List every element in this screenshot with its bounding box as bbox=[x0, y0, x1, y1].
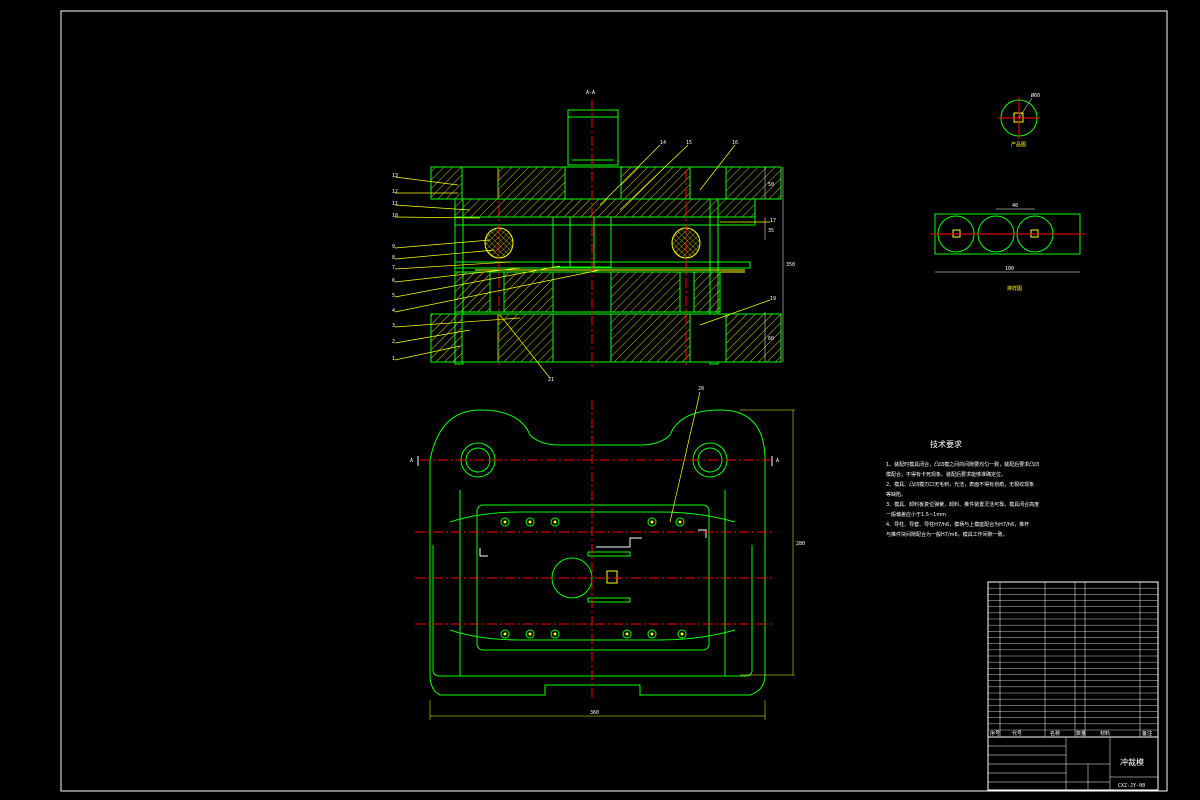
center-punch bbox=[552, 216, 612, 268]
technical-notes-title: 技术要求 bbox=[930, 439, 962, 449]
note-line-8: 与推件块间隙配合为一般H7/m6，模具工作间隙一致。 bbox=[886, 531, 1008, 538]
part-number-16: 16 bbox=[732, 140, 738, 146]
part-number-1: 1 bbox=[392, 356, 395, 362]
part-number-3: 3 bbox=[392, 323, 395, 329]
dim-base-depth: 280 bbox=[796, 541, 805, 547]
note-line-6: 一般偏差应小于1.5~1mm bbox=[886, 511, 946, 518]
part-number-14: 14 bbox=[660, 140, 666, 146]
part-number-11: 11 bbox=[392, 201, 398, 207]
part-number-4: 4 bbox=[392, 308, 395, 314]
drawing-frame bbox=[60, 10, 1168, 792]
bom-header-material: 材料 bbox=[1100, 730, 1110, 737]
note-line-5: 3、模具、卸料板复位弹簧，卸料、推件装置灵活可靠。模具闭合高度 bbox=[886, 501, 1039, 508]
strip-layout-label: 排样图 bbox=[1007, 285, 1022, 292]
dim-lower-height: 60 bbox=[768, 336, 774, 342]
dim-closed-height: 350 bbox=[786, 262, 795, 268]
strip-layout: 40 100 排样图 bbox=[930, 203, 1085, 292]
plan-view: A A 20 360 280 bbox=[410, 386, 805, 720]
drawing-number: CXZ-JY-00 bbox=[1118, 783, 1145, 789]
bom-header-code: 代号 bbox=[1012, 730, 1022, 737]
part-number-8: 8 bbox=[392, 255, 395, 261]
part-number-15: 15 bbox=[686, 140, 692, 146]
section-view: A-A bbox=[392, 90, 795, 383]
part-number-13: 13 bbox=[392, 173, 398, 179]
note-line-7: 4、导柱、导套、导柱H7/h6，模柄与上模座配合为H7/h6，推杆 bbox=[886, 521, 1029, 528]
part-number-7: 7 bbox=[392, 265, 395, 271]
die-shank bbox=[567, 109, 619, 166]
product-drawing-label: 产品图 bbox=[1011, 141, 1026, 148]
strip-pitch-dim: 40 bbox=[1012, 203, 1018, 209]
note-line-2: 模配合，不得有卡死现象。装配后要求能够准确定位。 bbox=[886, 471, 1006, 478]
part-number-17: 17 bbox=[770, 218, 776, 224]
strip-length-dim: 100 bbox=[1005, 266, 1014, 272]
title-block-frame bbox=[987, 736, 1159, 791]
note-line-1: 1、装配时模具闭合，凸凹模之间的间隙要均匀一致，装配后要求凸凹 bbox=[886, 461, 1039, 468]
part-number-10: 10 bbox=[392, 213, 398, 219]
note-line-4: 等缺陷。 bbox=[886, 491, 906, 498]
part-number-5: 5 bbox=[392, 293, 395, 299]
part-number-19: 19 bbox=[770, 296, 776, 302]
part-number-6: 6 bbox=[392, 278, 395, 284]
dim-plate-height: 35 bbox=[768, 228, 774, 234]
part-number-12: 12 bbox=[392, 189, 398, 195]
title-block: 序号 代号 名称 数量 材料 备注 冲裁模 CXZ-JY-00 bbox=[987, 581, 1159, 791]
section-mark-left: A bbox=[410, 458, 413, 464]
part-number-9: 9 bbox=[392, 244, 395, 250]
part-number-20: 20 bbox=[698, 386, 704, 392]
part-number-21: 21 bbox=[548, 377, 554, 383]
bom-header-qty: 数量 bbox=[1076, 730, 1086, 737]
bom-header-remark: 备注 bbox=[1142, 730, 1152, 737]
technical-notes: 技术要求 1、装配时模具闭合，凸凹模之间的间隙要均匀一致，装配后要求凸凹 模配合… bbox=[886, 439, 1039, 538]
product-diameter-dim: Ø60 bbox=[1031, 92, 1040, 99]
note-line-3: 2、模具、凸凹模刃口无毛刺，光洁，表面不得有划痕，无裂纹现象 bbox=[886, 481, 1034, 488]
part-number-2: 2 bbox=[392, 339, 395, 345]
bom-header-name: 名称 bbox=[1050, 730, 1060, 737]
lower-die-base-outline bbox=[429, 409, 766, 696]
section-mark-right: A bbox=[776, 458, 779, 464]
section-view-title: A-A bbox=[586, 90, 595, 96]
product-detail: Ø60 产品图 bbox=[998, 92, 1040, 148]
dim-upper-height: 50 bbox=[768, 182, 774, 188]
drawing-title: 冲裁模 bbox=[1120, 757, 1144, 767]
bom-header-no: 序号 bbox=[990, 730, 1000, 737]
dim-base-width: 360 bbox=[590, 710, 599, 716]
